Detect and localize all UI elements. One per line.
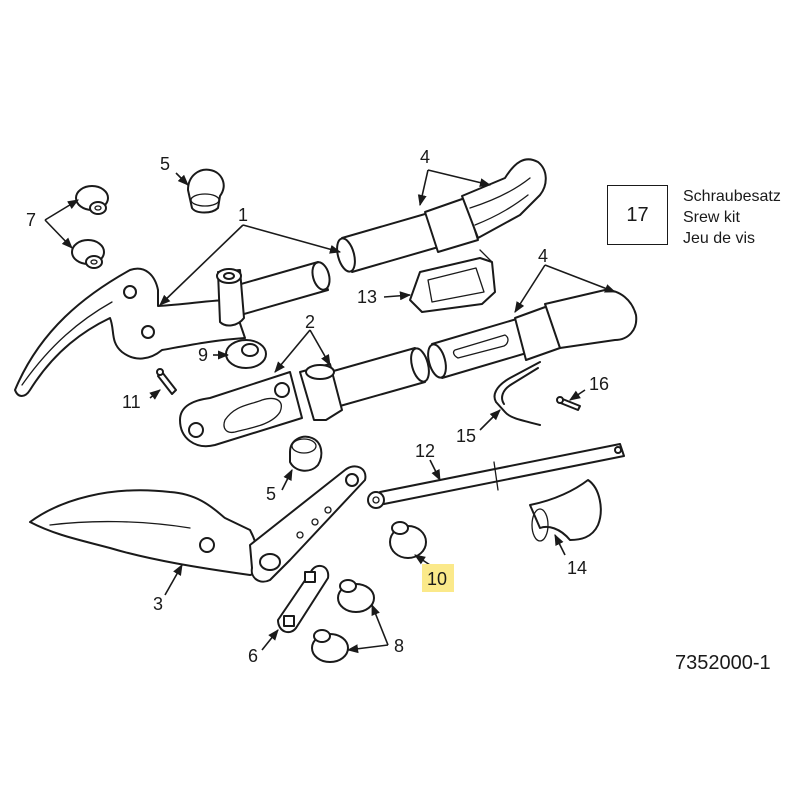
label-part-7[interactable]: 7 bbox=[26, 210, 36, 230]
label-part-5-lower[interactable]: 5 bbox=[266, 484, 276, 504]
screw-7-upper[interactable] bbox=[75, 185, 109, 215]
legend-line-english: Srew kit bbox=[683, 209, 740, 226]
blade-3-part[interactable] bbox=[29, 489, 263, 576]
part-10-highlight bbox=[422, 564, 454, 592]
label-part-14[interactable]: 14 bbox=[567, 558, 587, 578]
upper-grip-part[interactable] bbox=[334, 158, 547, 273]
screw-kit-number-box[interactable]: 17 bbox=[607, 185, 668, 245]
label-part-11[interactable]: 11 bbox=[122, 392, 141, 412]
label-part-2[interactable]: 2 bbox=[305, 312, 315, 332]
screw-kit-number: 17 bbox=[626, 203, 649, 226]
label-part-8[interactable]: 8 bbox=[394, 636, 404, 656]
part-labels: 1 2 3 4 4 5 5 6 7 8 9 10 11 12 13 14 15 … bbox=[26, 147, 609, 666]
lower-grip-part[interactable] bbox=[425, 289, 638, 379]
label-part-9[interactable]: 9 bbox=[198, 345, 208, 365]
pin-11-part[interactable] bbox=[156, 368, 177, 395]
label-part-13[interactable]: 13 bbox=[357, 287, 377, 307]
washer-10-part[interactable] bbox=[389, 521, 427, 559]
pin-16-part[interactable] bbox=[556, 396, 581, 411]
bolt-8-upper[interactable] bbox=[337, 579, 375, 613]
bushing-9-part[interactable] bbox=[225, 339, 267, 369]
sleeve-14-part[interactable] bbox=[529, 479, 602, 542]
leader-lines bbox=[44, 169, 617, 654]
legend-line-french: Jeu de vis bbox=[683, 230, 756, 247]
label-part-15[interactable]: 15 bbox=[456, 426, 476, 446]
link-plate-6-part[interactable] bbox=[277, 564, 330, 634]
cap-5-upper[interactable] bbox=[187, 168, 225, 214]
cap-5-lower[interactable] bbox=[289, 435, 323, 472]
spring-15-part[interactable] bbox=[493, 361, 541, 426]
rod-12-part[interactable] bbox=[367, 443, 625, 509]
drawing-number: 7352000-1 bbox=[675, 652, 771, 674]
label-part-4-lower[interactable]: 4 bbox=[538, 246, 548, 266]
lower-handle-part[interactable] bbox=[179, 347, 432, 448]
label-part-5-upper[interactable]: 5 bbox=[160, 154, 170, 174]
label-part-10[interactable]: 10 bbox=[427, 569, 447, 589]
clip-part[interactable] bbox=[409, 249, 496, 313]
legend-line-german: Schraubesatz bbox=[683, 188, 781, 205]
label-part-4-upper[interactable]: 4 bbox=[420, 147, 430, 167]
label-part-16[interactable]: 16 bbox=[589, 374, 609, 394]
upper-handle-hook-part[interactable] bbox=[14, 260, 332, 397]
link-plate-long[interactable] bbox=[249, 465, 367, 583]
bolt-8-lower[interactable] bbox=[311, 629, 349, 663]
label-part-3[interactable]: 3 bbox=[153, 594, 163, 614]
label-part-1[interactable]: 1 bbox=[238, 205, 248, 225]
label-part-12[interactable]: 12 bbox=[415, 441, 435, 461]
label-part-6[interactable]: 6 bbox=[248, 646, 258, 666]
screw-7-lower[interactable] bbox=[71, 239, 105, 269]
